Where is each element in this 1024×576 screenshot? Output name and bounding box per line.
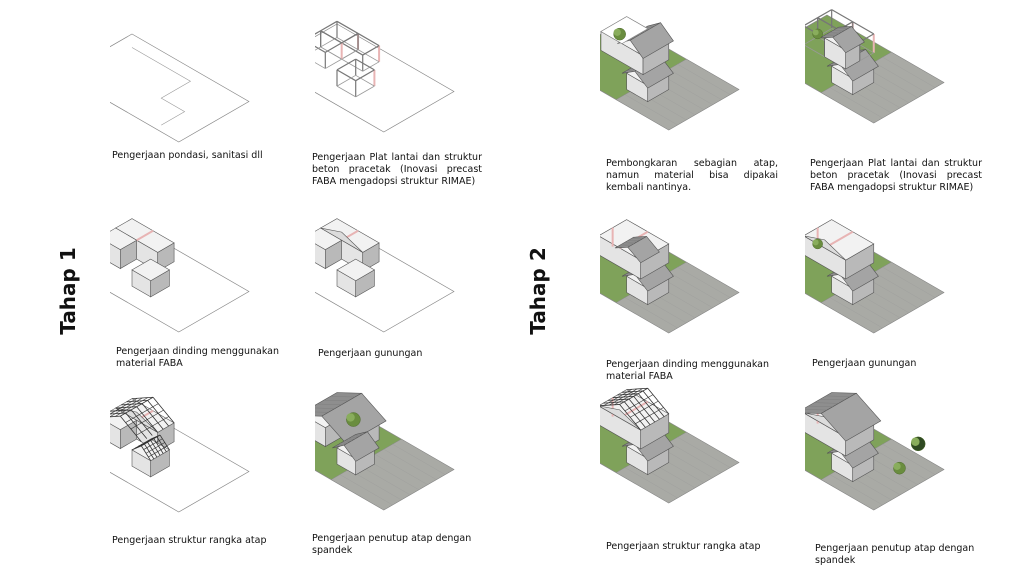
phase1-step3-illustration [110,210,290,335]
phase2-step6-caption: Pengerjaan penutup atap dengan spandek [815,543,975,566]
phase1-step2-caption: Pengerjaan Plat lantai dan struktur beto… [312,152,482,187]
phase2-step3-illustration [600,215,785,345]
phase1-step4-caption: Pengerjaan gunungan [318,348,423,359]
phase1-step5-illustration [110,390,290,520]
phase1-step2-illustration [315,10,495,140]
phase-1-label: Tahap 1 [56,247,80,335]
phase-2-label: Tahap 2 [526,247,550,335]
phase2-step3-caption: Pengerjaan dinding menggunakan material … [606,359,770,382]
phase1-step6-caption: Pengerjaan penutup atap dengan spandek [312,533,472,556]
phase2-step5-illustration [600,385,785,520]
phase1-step4-illustration [315,210,495,335]
phase1-step5-caption: Pengerjaan struktur rangka atap [112,535,267,546]
phase1-step6-illustration [315,388,495,518]
phase2-step5-caption: Pengerjaan struktur rangka atap [606,541,761,552]
phase2-step1-caption: Pembongkaran sebagian atap, namun materi… [606,158,778,193]
phase1-step3-caption: Pengerjaan dinding menggunakan material … [116,346,280,369]
phase2-step1-illustration [600,12,785,142]
phase2-step2-caption: Pengerjaan Plat lantai dan struktur beto… [810,158,982,193]
phase2-step4-caption: Pengerjaan gunungan [812,358,917,369]
phase2-step2-illustration [805,5,990,140]
phase2-step6-illustration [805,392,990,527]
phase1-step1-caption: Pengerjaan pondasi, sanitasi dll [112,150,263,161]
phase1-step1-illustration [110,20,290,150]
phase2-step4-illustration [805,215,990,345]
